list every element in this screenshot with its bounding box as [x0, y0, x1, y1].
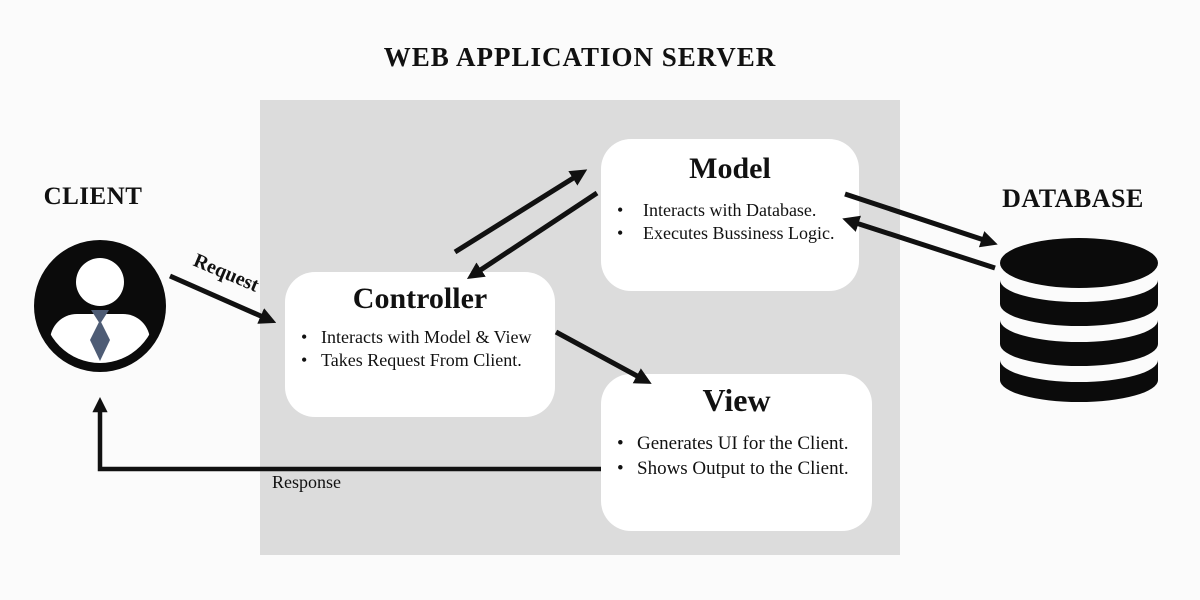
- bullet-dot: •: [301, 350, 308, 370]
- model-bullet-list: • Interacts with Database. • Executes Buss…: [601, 199, 859, 245]
- view-bullet-list: • Generates UI for the Client. • Shows Out…: [601, 431, 872, 481]
- person-icon: [34, 240, 166, 372]
- bullet-text: Takes Request From Client.: [321, 350, 522, 370]
- bullet-dot: •: [617, 433, 624, 455]
- bullet-dot: •: [301, 327, 308, 347]
- database-label: DATABASE: [1002, 184, 1144, 213]
- list-item: • Interacts with Database.: [617, 199, 855, 222]
- controller-bullet-list: • Interacts with Model & View • Takes Requ…: [285, 326, 555, 372]
- bullet-text: Interacts with Model & View: [321, 327, 532, 347]
- controller-title: Controller: [352, 282, 488, 315]
- bullet-dot: •: [617, 223, 624, 243]
- list-item: • Interacts with Model & View: [301, 326, 551, 349]
- bullet-dot: •: [617, 200, 624, 220]
- database-cylinder-icon: [1000, 238, 1158, 402]
- list-item: • Generates UI for the Client.: [617, 431, 868, 456]
- bullet-text: Generates UI for the Client.: [637, 433, 849, 455]
- bullet-dot: •: [617, 458, 624, 480]
- page-title: WEB APPLICATION SERVER: [383, 42, 777, 72]
- list-item: • Shows Output to the Client.: [617, 456, 868, 481]
- list-item: • Takes Request From Client.: [301, 349, 551, 372]
- list-item: • Executes Bussiness Logic.: [617, 222, 855, 245]
- view-title: View: [702, 382, 771, 418]
- view-box: View • Generates UI for the Client. • Show…: [601, 374, 872, 531]
- controller-box: Controller • Interacts with Model & View …: [285, 272, 555, 417]
- bullet-text: Interacts with Database.: [643, 200, 817, 220]
- bullet-text: Shows Output to the Client.: [637, 458, 849, 480]
- response-arrow-label: Response: [272, 472, 341, 492]
- model-title: Model: [689, 152, 771, 185]
- bullet-text: Executes Bussiness Logic.: [643, 223, 835, 243]
- model-box: Model • Interacts with Database. • Execute…: [601, 139, 859, 291]
- client-label: CLIENT: [43, 183, 143, 210]
